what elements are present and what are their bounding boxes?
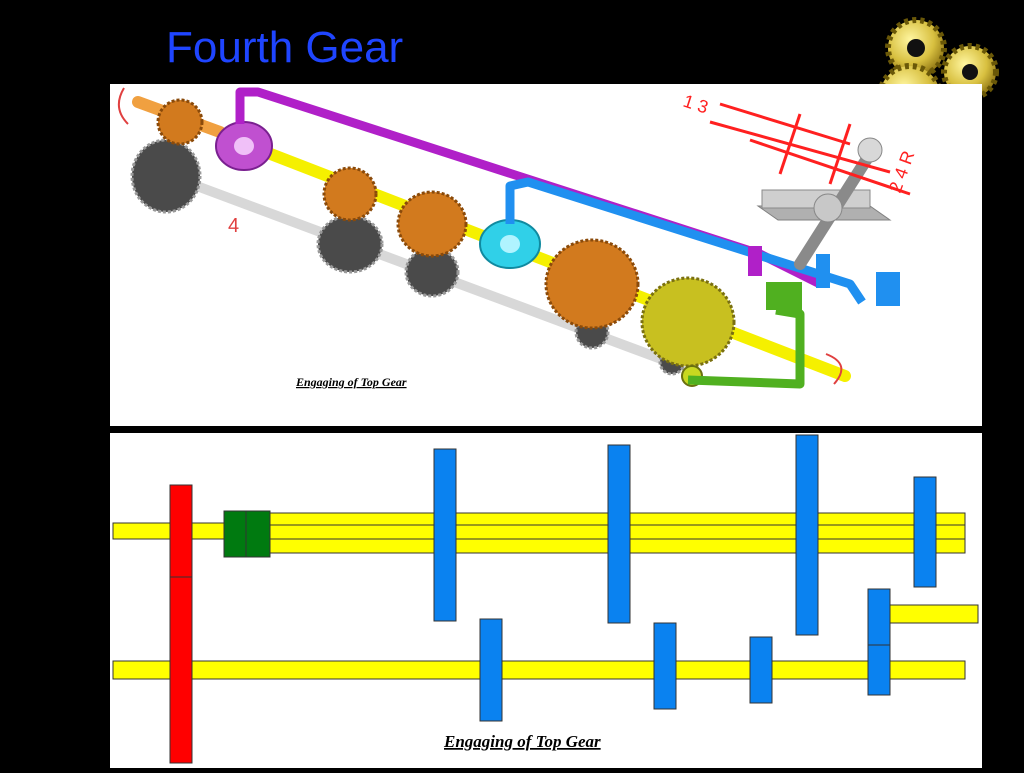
counter-shaft-bar [112, 660, 966, 680]
purple-collar-hub [234, 137, 254, 155]
slide-title: Fourth Gear [166, 23, 404, 72]
gearbox-3d-drawing: 1 3 2 4 R 4 Engaging of Top Gear [117, 87, 918, 389]
main-gear-blue-3 [795, 434, 819, 636]
counter-gear-1 [130, 138, 202, 214]
gearbox-schematic-diagram: Engaging of Top Gear [110, 433, 982, 768]
main-shaft-bar-3 [229, 538, 966, 554]
input-end-cap [117, 87, 129, 125]
shift-pattern: 1 3 2 4 R [681, 91, 918, 196]
gear-lever-icon [756, 137, 892, 270]
counter-gear-blue-1 [479, 618, 503, 722]
counter-gear-blue-4-bottom [867, 644, 891, 696]
blue-shift-rod [505, 177, 866, 305]
counter-gear-2 [316, 214, 384, 274]
input-gear-red-top [169, 484, 193, 578]
green-fork [766, 282, 802, 310]
main-gear-blue-2 [607, 444, 631, 624]
gearbox-schematic-drawing: Engaging of Top Gear [112, 434, 979, 764]
caption-2d: Engaging of Top Gear [443, 732, 601, 751]
cyan-collar-hub [500, 235, 520, 253]
gearbox-3d-diagram: 1 3 2 4 R 4 Engaging of Top Gear [110, 84, 982, 426]
input-gear [156, 98, 204, 146]
blue-fork-2 [876, 272, 900, 306]
main-gear-blue-1 [433, 448, 457, 622]
shift-pattern-label-1-3: 1 3 [681, 91, 711, 118]
main-gear-2 [396, 190, 468, 258]
sliding-collar-green-2 [245, 510, 271, 558]
main-shaft-bar-2 [229, 524, 966, 540]
caption-3d: Engaging of Top Gear [295, 375, 407, 389]
gear-number-label: 4 [228, 215, 239, 237]
blue-fork-1 [816, 254, 830, 288]
input-gear-red-bottom [169, 576, 193, 764]
sliding-collar-green-1 [223, 510, 247, 558]
purple-fork [748, 246, 762, 276]
counter-gear-blue-4-top [867, 588, 891, 646]
counter-gear-blue-2 [653, 622, 677, 710]
output-shaft-bar [889, 604, 979, 624]
main-shaft-bar-1 [229, 512, 966, 526]
output-end-cap [825, 353, 843, 385]
main-gear-4 [640, 276, 736, 368]
green-shift-rod [687, 305, 805, 389]
main-gear-3 [544, 238, 640, 330]
main-gear-1 [322, 166, 378, 222]
main-gear-blue-4 [913, 476, 937, 588]
counter-gear-blue-3 [749, 636, 773, 704]
